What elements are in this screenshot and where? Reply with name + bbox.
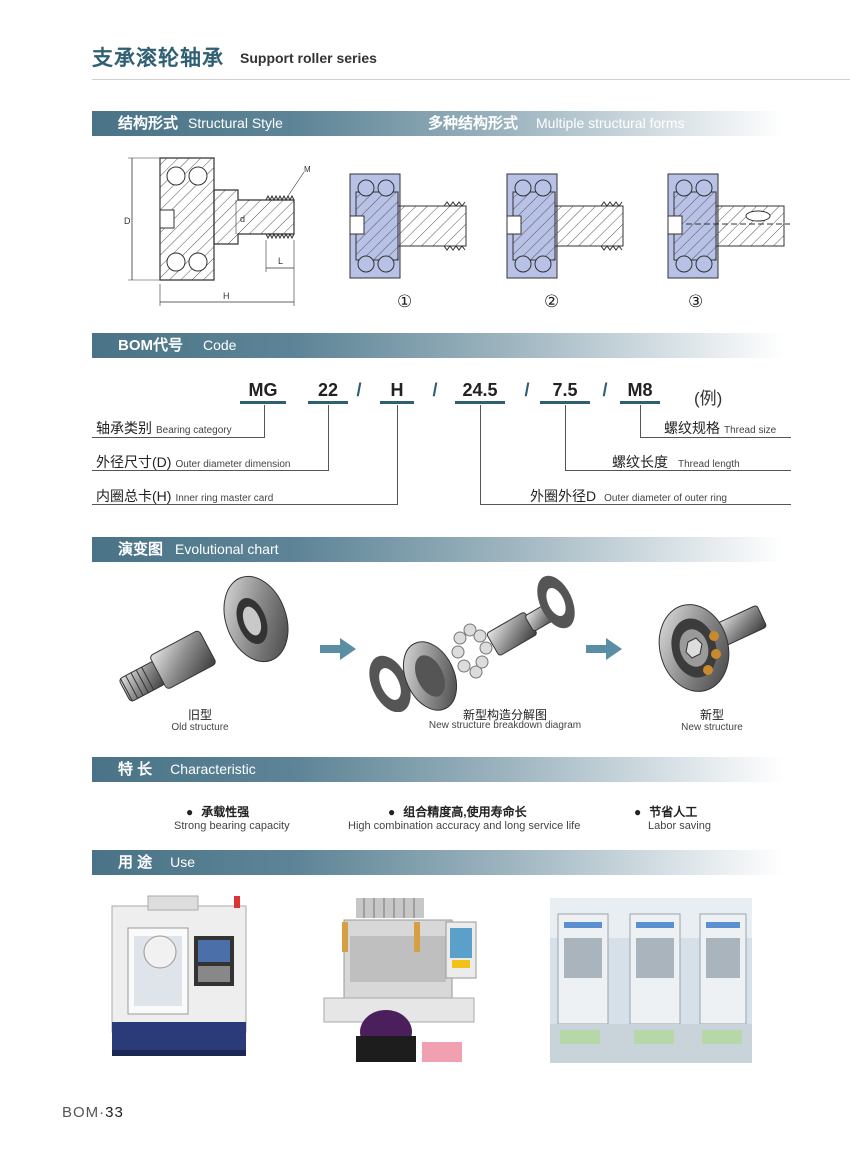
page-title-en: Support roller series (240, 50, 377, 66)
bullet-icon: ● (186, 805, 194, 819)
caption-breakdown-cn: 新型构造分解图 (462, 708, 547, 722)
section-title-en: Characteristic (170, 761, 256, 777)
page-title-cn: 支承滚轮轴承 (92, 47, 224, 70)
section-title-cn: 用 途 (118, 854, 153, 871)
feature-3-title: ●节省人工 (634, 805, 698, 819)
caption-breakdown-en: New structure breakdown diagram (428, 720, 582, 731)
section-title-cn: 结构形式 (118, 115, 179, 132)
footer-label: BOM (62, 1104, 100, 1121)
section-bar-structure: 结构形式 Structural Style 多种结构形式 Multiple str… (92, 111, 784, 136)
connector-line (640, 405, 641, 438)
connector-line (92, 470, 329, 471)
single-head-embroidery-machine-photo (316, 892, 486, 1064)
connector-line (92, 437, 265, 438)
section-bar-code: BOM代号 Code (92, 333, 784, 358)
section-title-cn: 演变图 (118, 541, 164, 558)
code-underline (240, 401, 286, 404)
section-title-en: Use (170, 854, 196, 870)
variant-drawing-2 (506, 173, 624, 279)
variant-label-2: ② (544, 292, 560, 311)
code-underline (380, 401, 414, 404)
code-underline (540, 401, 590, 404)
arrow-right-icon (586, 638, 622, 660)
section-bar-use: 用 途 Use (92, 850, 784, 875)
multi-head-embroidery-machine-photo (550, 898, 752, 1063)
variant-drawing-3 (667, 173, 790, 279)
feature-1-title: ●承载性强 (186, 805, 250, 819)
arrow-right-icon (320, 638, 356, 660)
dim-label-d-inner: d (240, 214, 245, 224)
title-divider (92, 79, 850, 80)
bullet-icon: ● (634, 805, 642, 819)
main-technical-drawing: D d M L H (124, 157, 311, 306)
section-bar-evolution: 演变图 Evolutional chart (92, 537, 784, 562)
feature-2-desc: High combination accuracy and long servi… (348, 820, 581, 832)
section-title-en: Code (203, 337, 237, 353)
footer-separator: · (99, 1104, 106, 1121)
section-title-en: Structural Style (188, 115, 283, 131)
code-separator: / (602, 380, 608, 400)
caption-new-cn: 新型 (699, 708, 724, 722)
connector-line (264, 405, 265, 438)
code-token-inner-ring: H (390, 380, 404, 400)
feature-2-title: ●组合精度高,使用寿命长 (388, 805, 527, 819)
label-outer-diameter: 外径尺寸(D)Outer diameter dimension (96, 454, 291, 470)
caption-new-en: New structure (681, 722, 743, 733)
section-title-cn: 特 长 (118, 761, 153, 778)
code-underline (455, 401, 505, 404)
connector-line (480, 504, 791, 505)
variant-label-3: ③ (688, 292, 704, 311)
code-underline (620, 401, 660, 404)
code-token-outer-ring: 24.5 (462, 380, 498, 400)
cnc-machine-photo (111, 895, 247, 1056)
dim-label-h: H (223, 291, 230, 301)
label-inner-ring: 内圈总卡(H)Inner ring master card (96, 488, 274, 504)
code-underline (308, 401, 348, 404)
new-structure-illustration (658, 604, 767, 692)
section-subtitle-en: Multiple structural forms (536, 115, 685, 131)
variant-drawing-1 (349, 173, 467, 279)
connector-line (640, 437, 791, 438)
code-token-thread-size: M8 (627, 380, 653, 400)
caption-old-cn: 旧型 (187, 708, 212, 722)
code-separator: / (356, 380, 362, 400)
connector-line (565, 470, 791, 471)
connector-line (328, 405, 329, 471)
connector-line (480, 405, 481, 505)
caption-old-en: Old structure (171, 722, 229, 733)
code-token-mg: MG (248, 380, 278, 400)
code-separator: / (524, 380, 530, 400)
new-structure-exploded-illustration (369, 575, 575, 712)
connector-line (92, 504, 398, 505)
page-number: 33 (105, 1104, 124, 1121)
section-title-cn: BOM代号 (118, 337, 183, 354)
dim-label-l: L (278, 256, 283, 266)
feature-1-desc: Strong bearing capacity (174, 820, 290, 832)
dim-label-m: M (304, 165, 311, 174)
section-subtitle-cn: 多种结构形式 (428, 115, 519, 132)
dim-label-d-outer: D (124, 216, 131, 226)
connector-line (397, 405, 398, 505)
page-footer: BOM·33 (62, 1104, 124, 1121)
feature-3-desc: Labor saving (648, 820, 711, 832)
bullet-icon: ● (388, 805, 396, 819)
code-separator: / (432, 380, 438, 400)
old-structure-illustration (119, 575, 289, 702)
code-example-note: (例) (694, 389, 723, 408)
code-token-diameter: 22 (317, 380, 339, 400)
connector-line (565, 405, 566, 471)
variant-label-1: ① (397, 292, 413, 311)
code-token-thread-length: 7.5 (552, 380, 578, 400)
section-title-en: Evolutional chart (175, 541, 279, 557)
section-bar-features: 特 长 Characteristic (92, 757, 784, 782)
